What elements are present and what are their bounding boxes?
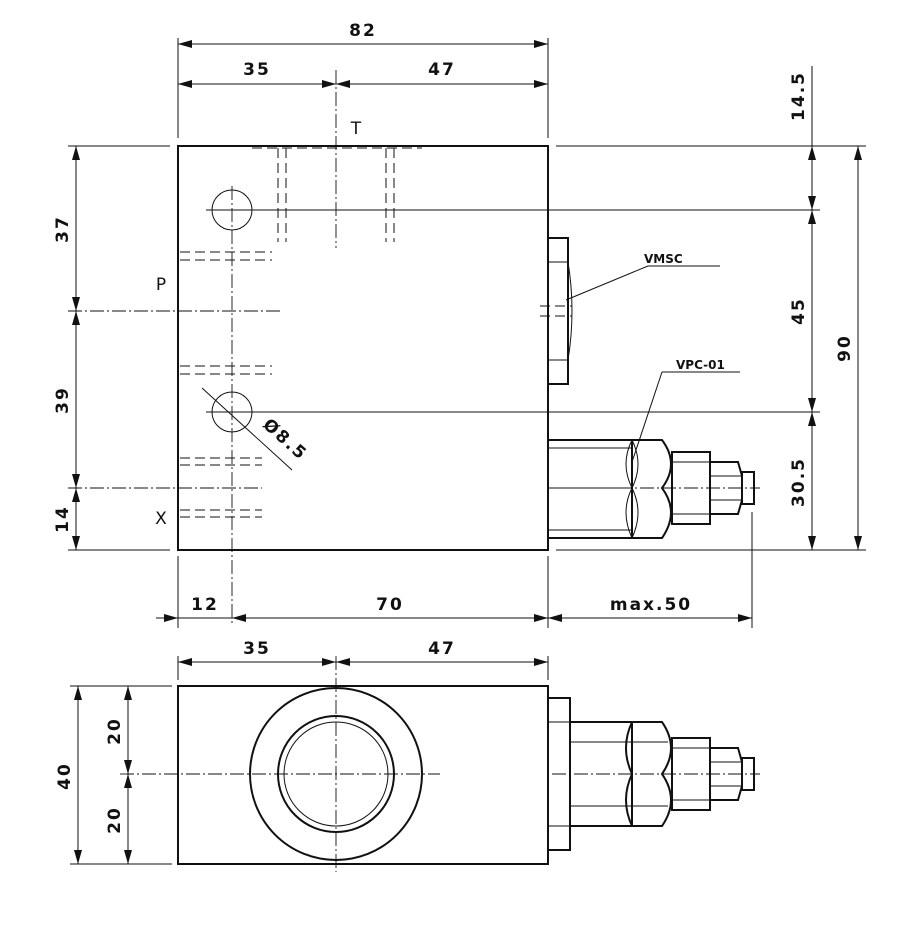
bottom-dim-40-label: 40 — [55, 762, 75, 790]
bottom-dim-20-upper-label: 20 — [105, 717, 125, 745]
dim-14-label: 14 — [53, 505, 73, 533]
dim-35-label: 35 — [243, 60, 271, 80]
dim-82-label: 82 — [349, 21, 377, 41]
dim-max50-label: max.50 — [610, 595, 692, 615]
dim-37-label: 37 — [53, 215, 73, 243]
dim-30-5-label: 30.5 — [789, 457, 809, 507]
port-t-label: T — [350, 119, 362, 139]
port-t-hidden-bore — [252, 147, 422, 242]
bottom-body-outline — [177, 685, 549, 865]
hole-diameter-leader — [201, 387, 293, 471]
vpc-callout-label: VPC-01 — [676, 358, 725, 372]
bottom-dim-47-label: 47 — [428, 639, 456, 659]
dim-45-label: 45 — [789, 297, 809, 325]
vmsc-callout-label: VMSC — [644, 252, 683, 266]
port-p-label: P — [156, 275, 166, 295]
dim-14-5-label: 14.5 — [789, 71, 809, 121]
bottom-dim-35-label: 35 — [243, 639, 271, 659]
dim-70-label: 70 — [376, 595, 404, 615]
bottom-dim-20-lower-label: 20 — [105, 806, 125, 834]
hole-diameter-label: Ø8.5 — [259, 415, 311, 465]
port-x-hidden-bore — [180, 457, 262, 518]
vmsc-cartridge — [540, 237, 573, 385]
top-view: 82 35 47 14.5 37 39 14 45 30.5 90 12 70 … — [53, 21, 866, 628]
dim-12-label: 12 — [191, 595, 219, 615]
vpc-cartridge — [547, 439, 755, 539]
vpc-leader — [631, 371, 663, 463]
vmsc-leader — [565, 265, 649, 301]
port-x-label: X — [155, 509, 167, 529]
valve-body-outline — [177, 145, 549, 551]
bottom-view: 35 47 40 20 20 — [55, 639, 760, 872]
bottom-cartridge — [547, 697, 755, 851]
dim-39-label: 39 — [53, 386, 73, 414]
dim-90-label: 90 — [835, 334, 855, 362]
dim-47-label: 47 — [428, 60, 456, 80]
port-p-hidden-bore — [180, 251, 272, 375]
